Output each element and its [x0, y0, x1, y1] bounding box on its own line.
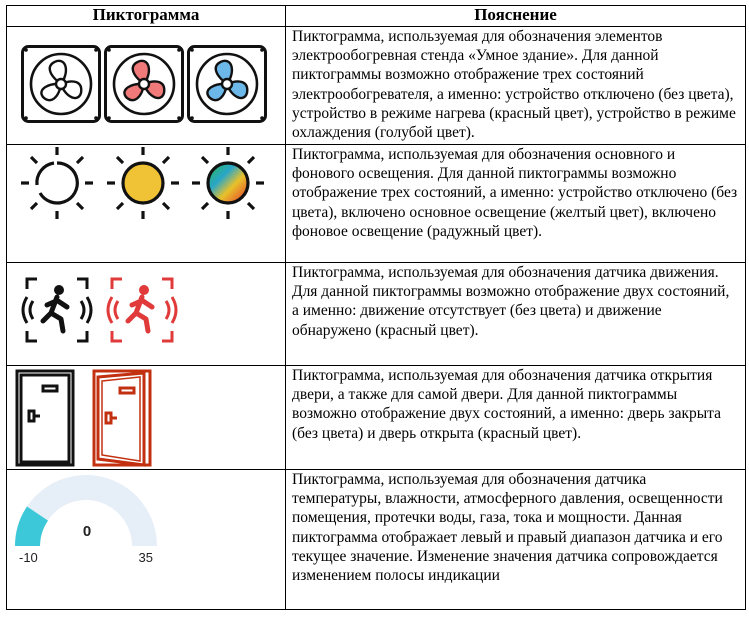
header-explanation: Пояснение [285, 5, 746, 27]
fan-cool-icon [187, 45, 267, 123]
pictogram-cell [6, 365, 286, 470]
door-icons [15, 369, 152, 467]
door-open-icon [92, 369, 152, 467]
fan-heat-icon [104, 45, 184, 123]
fan-off-icon [21, 45, 101, 123]
door-closed-icon [15, 369, 75, 467]
header-pictogram: Пиктограмма [6, 5, 286, 27]
gauge-min: -10 [19, 550, 38, 565]
pictogram-table: Пиктограмма Пояснение [6, 5, 746, 610]
motion-off-icon [21, 277, 93, 343]
motion-icons [21, 277, 178, 343]
sun-main-icon [107, 147, 179, 219]
fan-icons [21, 45, 267, 123]
sun-icons [21, 147, 264, 219]
explanation-cell: Пиктограмма, используемая для обозначени… [285, 469, 746, 610]
table-row: Пиктограмма, используемая для обозначени… [6, 144, 746, 263]
explanation-cell: Пиктограмма, используемая для обозначени… [285, 262, 746, 366]
explanation-cell: Пиктограмма, используемая для обозначени… [285, 144, 746, 263]
gauge-track [15, 475, 157, 546]
pictogram-cell [6, 26, 286, 145]
table-row: Пиктограмма, используемая для обозначени… [6, 26, 746, 145]
table-row: 0 -10 35 Пиктограмма, используемая для о… [6, 469, 746, 610]
gauge-icon: 0 -10 35 [15, 475, 157, 565]
pictogram-cell [6, 144, 286, 263]
gauge-fill [15, 506, 48, 546]
explanation-cell: Пиктограмма, используемая для обозначени… [285, 26, 746, 145]
pictogram-cell [6, 262, 286, 366]
pictogram-cell: 0 -10 35 [6, 469, 286, 610]
motion-on-icon [106, 277, 178, 343]
table-row: Пиктограмма, используемая для обозначени… [6, 262, 746, 366]
table-row: Пиктограмма, используемая для обозначени… [6, 365, 746, 470]
sun-rainbow-icon [192, 147, 264, 219]
gauge-value: 0 [83, 523, 91, 540]
table-header-row: Пиктограмма Пояснение [6, 5, 746, 27]
sun-off-icon [21, 147, 93, 219]
gauge-max: 35 [139, 550, 153, 565]
explanation-cell: Пиктограмма, используемая для обозначени… [285, 365, 746, 470]
